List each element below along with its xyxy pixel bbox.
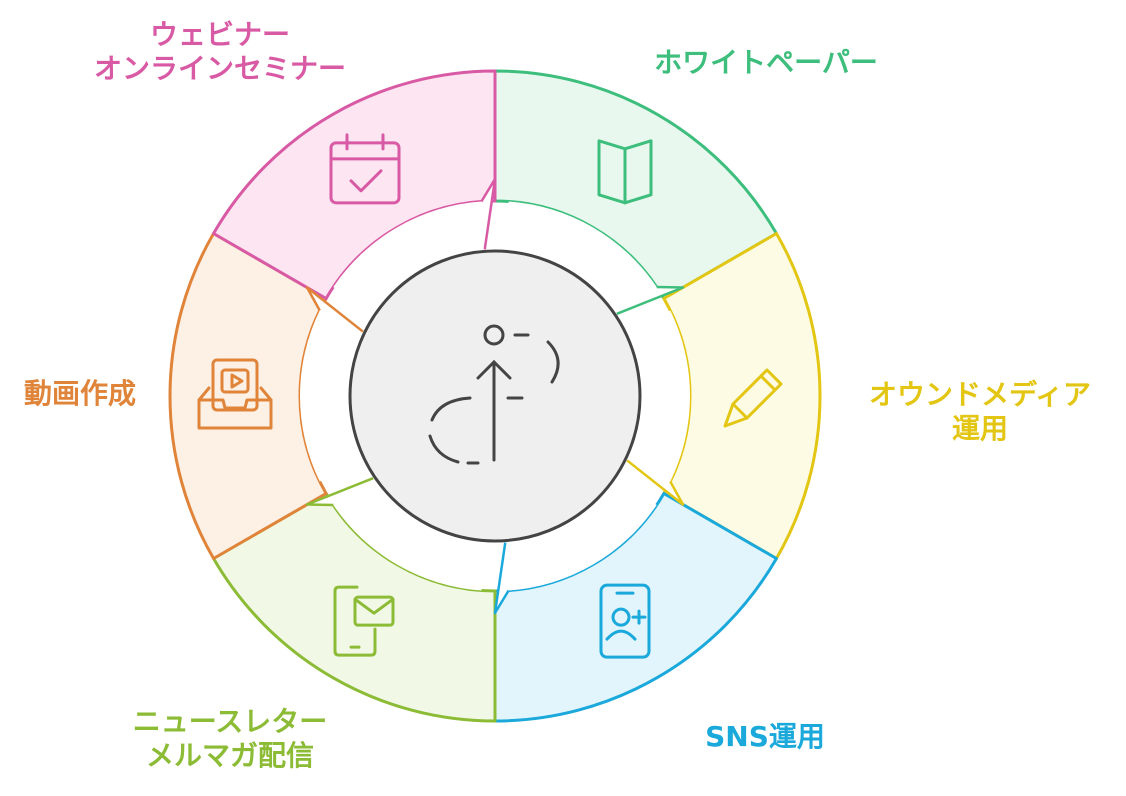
pen-icon (723, 368, 783, 428)
label-owned-media: オウンドメディア 運用 (868, 378, 1092, 445)
ring-chunk-newsletter (307, 478, 485, 591)
ring-chunk-webinar (333, 179, 495, 314)
ring-chunk-whitepaper (505, 201, 683, 314)
ring-chunk-owned-media (627, 310, 690, 505)
label-webinar: ウェビナー オンラインセミナー (93, 18, 346, 85)
ring-edge-webinar (480, 177, 497, 250)
ring-edge-video (305, 286, 364, 333)
label-sns: SNS運用 (705, 720, 825, 753)
ring-edge-newsletter (305, 477, 374, 507)
label-newsletter: ニュースレター メルマガ配信 (132, 705, 328, 772)
ring-chunk-sns (495, 478, 657, 613)
contact-phone-icon (599, 583, 651, 659)
ring-edge-sns (493, 542, 510, 615)
label-video: 動画作成 (23, 377, 136, 410)
mobile-mail-icon (333, 585, 395, 657)
calendar-check-icon (329, 133, 401, 205)
ring-chunk-video (300, 287, 363, 482)
ring-edge-whitepaper (616, 285, 685, 315)
growth-path-icon (428, 324, 560, 465)
book-icon (597, 139, 653, 205)
label-whitepaper: ホワイトペーパー (654, 46, 878, 79)
video-tray-icon (197, 358, 273, 430)
ring-edge-owned-media (626, 459, 685, 506)
